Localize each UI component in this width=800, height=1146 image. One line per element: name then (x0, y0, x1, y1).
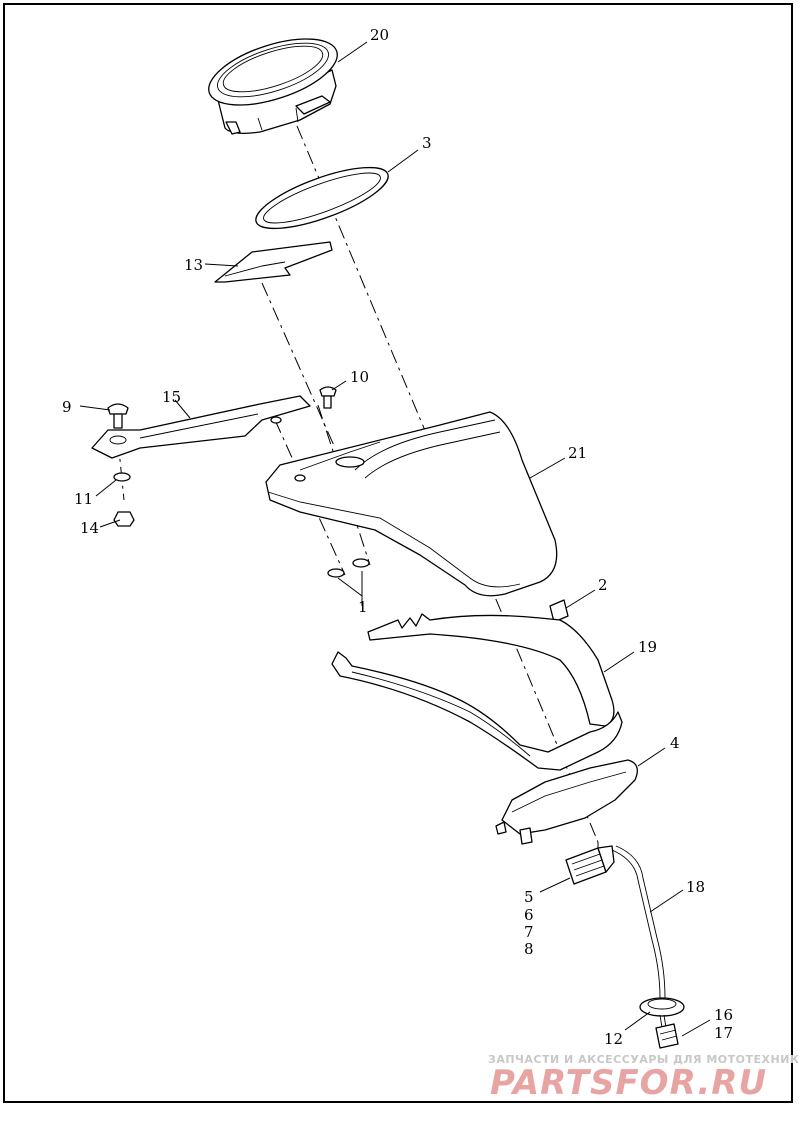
callout-20: 20 (370, 26, 389, 44)
callout-2: 2 (598, 576, 608, 594)
main-housing (265, 411, 558, 597)
callout-16: 16 (714, 1006, 733, 1024)
watermark-tagline: ЗАПЧАСТИ И АКСЕССУАРЫ ДЛЯ МОТОТЕХНИКИ (488, 1053, 800, 1066)
terminal-plug-16 (655, 1014, 679, 1049)
screw-10 (319, 386, 337, 409)
callout-3: 3 (422, 134, 432, 152)
callout-5: 5 (524, 888, 534, 906)
nut-14 (113, 511, 135, 527)
screw-9 (107, 403, 129, 429)
gasket-ring (255, 166, 389, 230)
trim-strips (331, 613, 623, 771)
diagram-frame (3, 3, 793, 1103)
callout-10: 10 (350, 368, 369, 386)
callout-12: 12 (604, 1030, 623, 1048)
callout-6: 6 (524, 906, 534, 924)
bottom-cover (495, 759, 638, 845)
callouts: 20 3 13 10 9 15 21 11 14 1 2 19 4 18 5 6… (62, 26, 733, 1048)
callout-13: 13 (184, 256, 203, 274)
callout-8: 8 (524, 940, 534, 958)
clips-1 (327, 558, 370, 578)
callout-11: 11 (74, 490, 93, 508)
tab-2 (549, 599, 569, 623)
leader-lines (79, 41, 711, 1037)
wire-harness (611, 845, 666, 999)
callout-1: 1 (358, 598, 368, 616)
callout-18: 18 (686, 878, 705, 896)
callout-7: 7 (524, 923, 534, 941)
connector-5 (565, 845, 615, 885)
mounting-plate (214, 241, 333, 283)
watermark: ЗАПЧАСТИ И АКСЕССУАРЫ ДЛЯ МОТОТЕХНИКИ PA… (488, 1053, 800, 1103)
callout-15: 15 (162, 388, 181, 406)
callout-4: 4 (670, 734, 680, 752)
callout-14: 14 (80, 519, 99, 537)
washer-11 (113, 472, 131, 482)
support-bar (91, 395, 311, 459)
grommet-12 (639, 997, 685, 1017)
callout-9: 9 (62, 398, 72, 416)
callout-17: 17 (714, 1024, 733, 1042)
callout-21: 21 (568, 444, 587, 462)
callout-19: 19 (638, 638, 657, 656)
watermark-logo: PARTSFOR.RU (490, 1063, 767, 1103)
gauge-assembly (208, 38, 338, 135)
